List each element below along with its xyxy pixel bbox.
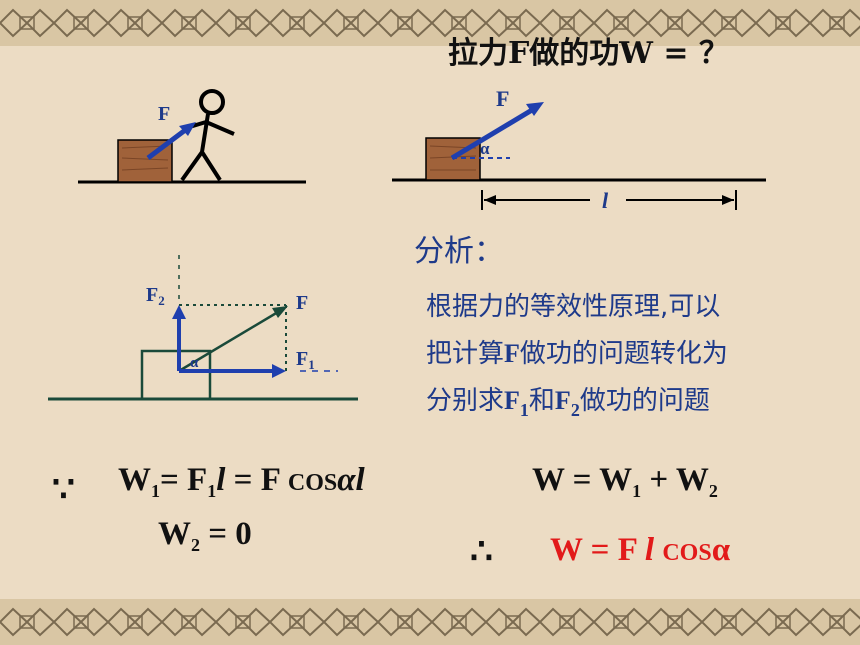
equation-w2: W2 = 0 [158, 516, 252, 555]
analysis-line-2: 把计算F做功的问题转化为 [426, 339, 728, 369]
diagram-angled-force: F α l [392, 86, 766, 212]
slide-title: 拉力F做的功W = ？ [448, 36, 730, 71]
diagram-person-pulling: F [78, 89, 306, 184]
f2-label: F2 [146, 284, 165, 308]
resultant-force-arrow [178, 310, 279, 373]
equation-result: W = F l COSα [550, 532, 731, 568]
force-label: F [496, 86, 509, 111]
diagram-force-decomposition: α F2 F F1 [48, 255, 358, 401]
force-arrow [450, 107, 534, 161]
analysis-heading: 分析： [414, 234, 504, 269]
person-head [199, 89, 225, 115]
equation-sum: W = W1 + W2 [532, 462, 718, 501]
f1-label: F1 [296, 348, 315, 372]
force-arrowhead [179, 122, 196, 136]
analysis-line-1: 根据力的等效性原理,可以 [426, 292, 721, 322]
analysis-line-3: 分别求F1和F2做功的问题 [426, 386, 710, 420]
person-body [180, 113, 235, 182]
force-arrow [146, 126, 190, 160]
bottom-border-pattern [0, 599, 860, 645]
angle-label: α [190, 355, 199, 371]
top-border-pattern [0, 0, 860, 46]
because-symbol: ∵ [52, 468, 75, 510]
f-label: F [296, 292, 308, 314]
block-outline [140, 349, 212, 401]
angle-label: α [480, 139, 490, 158]
length-label: l [602, 188, 609, 212]
therefore-symbol: ∴ [470, 530, 493, 572]
equation-w1: W1= F1l = F COSαl [118, 462, 365, 501]
force-arrowhead [526, 102, 544, 116]
force-label: F [158, 103, 170, 125]
